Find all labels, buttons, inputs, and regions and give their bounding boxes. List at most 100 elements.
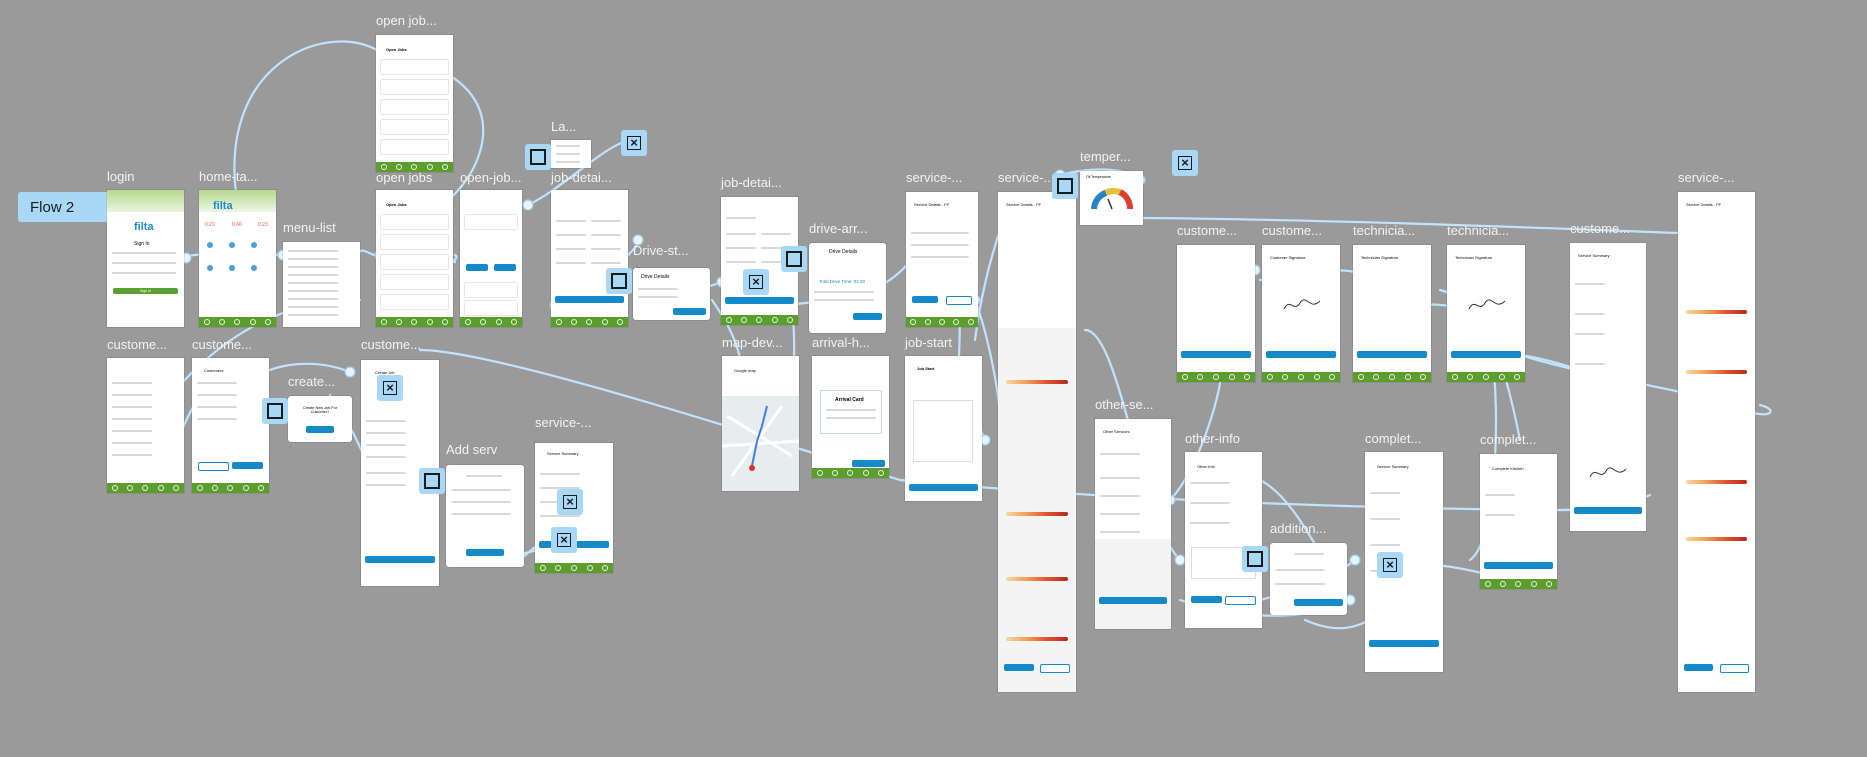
- job-detail-screen: [551, 190, 628, 327]
- overlay-icon[interactable]: [1052, 173, 1078, 199]
- create-job-title: Create Job: [375, 370, 395, 375]
- close-overlay-icon[interactable]: ×: [377, 375, 403, 401]
- language-dropdown[interactable]: [551, 140, 591, 168]
- home-header: [199, 190, 276, 212]
- customer-signature-title: Customer Signature: [1270, 255, 1306, 260]
- stat-value: 0.23: [205, 222, 215, 228]
- drive-arrival-screen: Drive Details Total Drive Time: 02:30: [809, 243, 886, 333]
- summary-title: Service Summary: [547, 451, 579, 456]
- other-services-screen: Other Services: [1095, 419, 1171, 629]
- frame-label: Add serv: [446, 442, 498, 457]
- frame-label: other-info: [1185, 431, 1240, 446]
- frame-label: complet...: [1365, 431, 1422, 446]
- home-tab-screen: filta 0.23 0.66 0.23: [199, 190, 276, 327]
- frame-label: login: [107, 169, 135, 184]
- frame-label: job-start: [905, 335, 952, 350]
- brand-logo: filta: [134, 221, 154, 233]
- close-overlay-icon[interactable]: ×: [743, 269, 769, 295]
- frame-label: service-...: [906, 170, 963, 185]
- frame-label: temper...: [1080, 149, 1131, 164]
- frame-label: service-...: [998, 170, 1055, 185]
- map-title: Google map: [734, 368, 756, 373]
- login-screen: filta Sign In Sign In: [107, 190, 184, 327]
- drive-timer: Total Drive Time: 02:30: [819, 279, 866, 284]
- close-overlay-icon[interactable]: ×: [557, 489, 583, 515]
- frame-label: job-detai...: [551, 170, 612, 185]
- frame-label: complet...: [1480, 432, 1537, 447]
- frame-label: technicia...: [1353, 223, 1416, 238]
- frame-label: custome...: [192, 337, 252, 352]
- customer-signature-signed-screen: Customer Signature: [1262, 245, 1340, 382]
- drive-details-title: Drive Details: [829, 249, 858, 255]
- create-job-question: Create New Job For Customer?: [303, 406, 337, 414]
- technician-signature-title: Technician Signature: [1361, 255, 1399, 260]
- home-tiles: [207, 242, 267, 282]
- frame-label: open-job...: [460, 170, 522, 185]
- brand-logo: filta: [213, 200, 233, 212]
- overlay-icon[interactable]: [606, 268, 632, 294]
- frame-label: home-ta...: [199, 169, 258, 184]
- overlay-icon[interactable]: [1242, 546, 1268, 572]
- customers-list-screen: [107, 358, 184, 493]
- extra-field[interactable]: [112, 272, 176, 274]
- map-route: [722, 405, 799, 477]
- overlay-icon[interactable]: [781, 246, 807, 272]
- frame-label: open jobs: [376, 170, 433, 185]
- job-start-screen: Job Start: [905, 356, 982, 501]
- job-start-title: Job Start: [917, 366, 935, 371]
- service-title: Service Details - FF: [914, 202, 950, 207]
- arrival-card-title: Arrival Card: [835, 397, 864, 403]
- temperature-gauge-screen: Oil Temperature: [1080, 171, 1143, 225]
- temperature-gauge: [1091, 188, 1133, 210]
- other-info-title: Other Info: [1197, 464, 1215, 469]
- service-title: Service Details - FF: [1006, 202, 1042, 207]
- frame-label: custome...: [107, 337, 167, 352]
- map-view[interactable]: [722, 396, 799, 491]
- open-jobs-list-screen: Open Jobs: [376, 35, 453, 172]
- summary-title: Service Summary: [1578, 253, 1610, 258]
- signature-drawing: [1468, 299, 1506, 310]
- overlay-icon[interactable]: [262, 398, 288, 424]
- frame-label: Drive-st...: [633, 243, 689, 258]
- close-overlay-icon[interactable]: ×: [1377, 552, 1403, 578]
- complete-kitchen-screen: Complete Kitchen: [1480, 454, 1557, 589]
- sign-in-title: Sign In: [134, 241, 150, 247]
- technician-signature-title: Technician Signature: [1455, 255, 1493, 260]
- frame-label: create...: [288, 374, 335, 389]
- add-service-dialog: [446, 465, 524, 567]
- frame-label: arrival-h...: [812, 335, 870, 350]
- close-overlay-icon[interactable]: ×: [621, 130, 647, 156]
- password-field[interactable]: [112, 262, 176, 264]
- bottom-nav: [199, 317, 276, 327]
- drive-start-dialog: Drive Details: [633, 268, 710, 320]
- frame-label: other-se...: [1095, 397, 1154, 412]
- other-title: Other Services: [1103, 429, 1130, 434]
- service-details-right-screen: Service Details - FF: [1678, 192, 1755, 692]
- frame-label: map-dev...: [722, 335, 783, 350]
- sign-in-button[interactable]: Sign In: [113, 288, 178, 294]
- frame-label: La...: [551, 119, 577, 134]
- username-field[interactable]: [112, 252, 176, 254]
- customer-signature-screen: [1177, 245, 1255, 382]
- overlay-icon[interactable]: [419, 468, 445, 494]
- close-overlay-icon[interactable]: ×: [1172, 150, 1198, 176]
- frame-label: menu-list: [283, 220, 336, 235]
- frame-label: custome...: [361, 337, 421, 352]
- technician-signature-screen: Technician Signature: [1353, 245, 1431, 382]
- arrival-screen: Arrival Card: [812, 356, 889, 478]
- frame-label: service-...: [535, 415, 592, 430]
- customers-title: Customers: [204, 368, 224, 373]
- overlay-icon[interactable]: [525, 144, 551, 170]
- open-jobs-title: Open Jobs: [386, 47, 407, 52]
- frame-label: technicia...: [1447, 223, 1510, 238]
- frame-label: service-...: [1678, 170, 1735, 185]
- customers-screen: Customers: [192, 358, 269, 493]
- login-header-wave: [107, 190, 184, 212]
- create-job-dialog: Create New Job For Customer?: [288, 396, 352, 442]
- service-details-long-screen: Service Details - FF: [998, 192, 1076, 692]
- frame-label: custome...: [1177, 223, 1237, 238]
- close-overlay-icon[interactable]: ×: [551, 527, 577, 553]
- frame-label: job-detai...: [721, 175, 782, 190]
- job-start-card: [913, 400, 973, 462]
